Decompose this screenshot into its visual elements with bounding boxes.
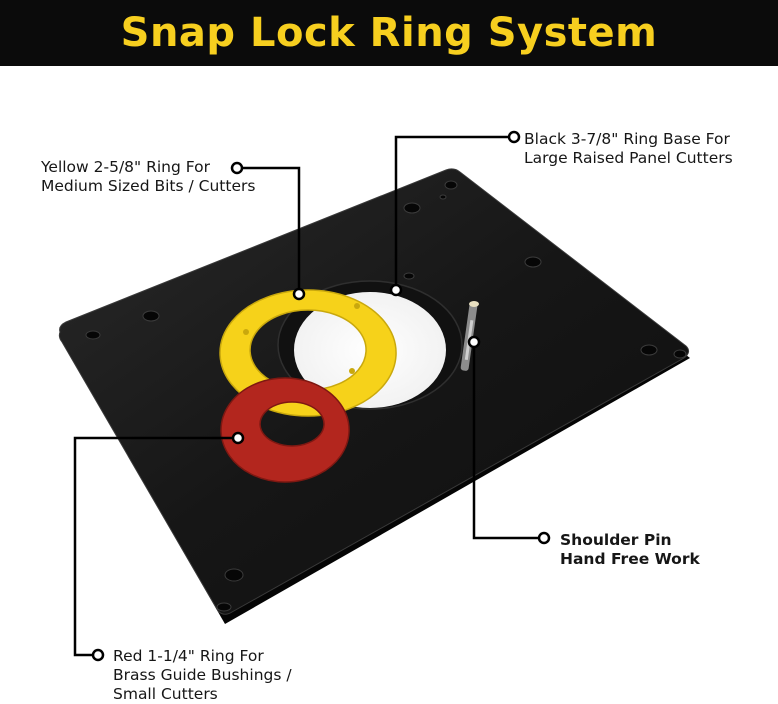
- pin-callout-dot: [537, 531, 551, 545]
- yellow-ring-callout-line1: Yellow 2-5/8" Ring For: [41, 158, 210, 176]
- red-ring: [220, 377, 350, 483]
- page-title: Snap Lock Ring System: [120, 10, 658, 56]
- red-ring-callout: Red 1-1/4" Ring For Brass Guide Bushings…: [113, 647, 292, 704]
- yellow-ring-callout-line2: Medium Sized Bits / Cutters: [41, 177, 256, 195]
- black-ring-callout-line1: Black 3-7/8" Ring Base For: [524, 130, 730, 148]
- shoulder-pin-callout-line2: Hand Free Work: [560, 550, 700, 568]
- yellow-ring-tabs: [243, 303, 360, 374]
- shoulder-pin-callout-line1: Shoulder Pin: [560, 531, 672, 549]
- yellow-ring-dot: [292, 287, 306, 301]
- red-ring-callout-line1: Red 1-1/4" Ring For: [113, 647, 264, 665]
- black-ring-dot: [389, 283, 403, 297]
- black-ring-callout: Black 3-7/8" Ring Base For Large Raised …: [524, 130, 733, 168]
- pin-dot: [467, 335, 481, 349]
- callout-markers: [91, 130, 551, 662]
- red-ring-callout-line2: Brass Guide Bushings /: [113, 666, 292, 684]
- red-ring-dot: [231, 431, 245, 445]
- black-callout-dot: [507, 130, 521, 144]
- title-banner: Snap Lock Ring System: [0, 0, 778, 66]
- callout-leaders: [73, 135, 540, 657]
- red-callout-dot: [91, 648, 105, 662]
- yellow-ring-callout: Yellow 2-5/8" Ring For Medium Sized Bits…: [41, 158, 255, 196]
- shoulder-pin-callout: Shoulder Pin Hand Free Work: [560, 531, 700, 569]
- screw-holes: [85, 180, 687, 612]
- red-ring-callout-line3: Small Cutters: [113, 685, 218, 703]
- black-ring-callout-line2: Large Raised Panel Cutters: [524, 149, 733, 167]
- yellow-callout-dot: [230, 161, 244, 175]
